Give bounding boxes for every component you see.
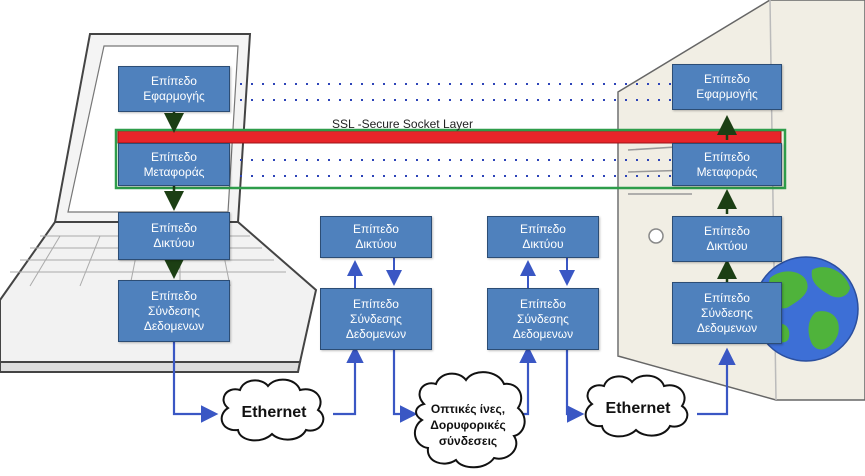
client-transport-layer: Επίπεδο Μεταφοράς xyxy=(118,143,230,186)
server-transport-layer: Επίπεδο Μεταφοράς xyxy=(672,143,782,186)
cloud-optical xyxy=(413,371,526,469)
ssl-bar xyxy=(117,130,782,144)
router1-network-layer: Επίπεδο Δικτύου xyxy=(320,216,432,258)
router1-arrows xyxy=(347,258,402,288)
client-datalink-layer: Επίπεδο Σύνδεσης Δεδομενων xyxy=(118,280,230,342)
client-network-layer: Επίπεδο Δικτύου xyxy=(118,212,230,260)
client-application-layer: Επίπεδο Εφαρμογής xyxy=(118,66,230,112)
cloud-ethernet-left xyxy=(220,378,325,442)
link-lines xyxy=(172,342,736,423)
cloud-ethernet-right-label: Ethernet xyxy=(605,400,671,417)
cloud-optical-label: Οπτικές ίνες, Δορυφορικές σύνδεσεις xyxy=(430,402,506,448)
router2-arrows xyxy=(520,258,575,288)
server-datalink-layer: Επίπεδο Σύνδεσης Δεδομενων xyxy=(672,282,782,344)
server-application-layer: Επίπεδο Εφαρμογής xyxy=(672,64,782,110)
server-network-layer: Επίπεδο Δικτύου xyxy=(672,216,782,262)
router2-network-layer: Επίπεδο Δικτύου xyxy=(487,216,599,258)
cloud-ethernet-right xyxy=(584,374,689,438)
transport-frame xyxy=(114,128,787,190)
router2-datalink-layer: Επίπεδο Σύνδεσης Δεδομενων xyxy=(487,288,599,350)
ssl-label: SSL -Secure Socket Layer xyxy=(332,117,473,131)
router1-datalink-layer: Επίπεδο Σύνδεσης Δεδομενων xyxy=(320,288,432,350)
cloud-ethernet-left-label: Ethernet xyxy=(241,404,307,421)
